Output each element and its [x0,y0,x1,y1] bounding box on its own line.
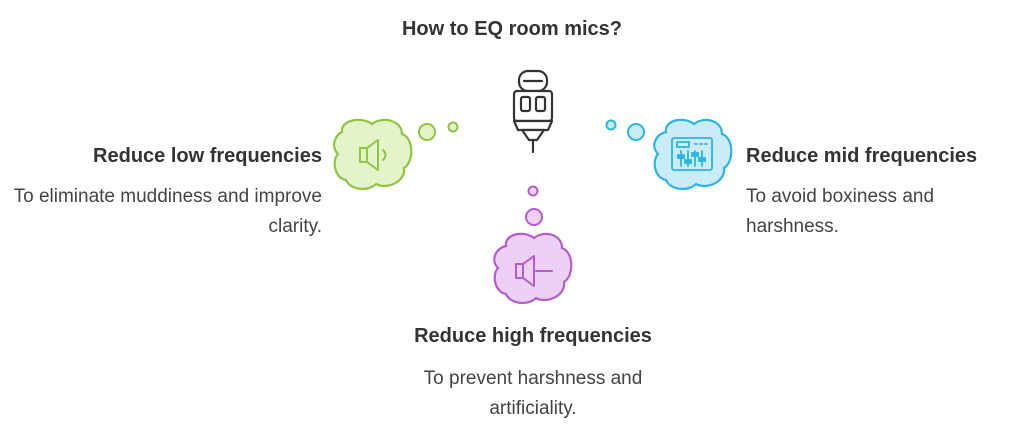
bottom-description-text: To prevent harshness and artificiality. [423,368,643,419]
bottom-heading: Reduce high frequencies [414,325,652,347]
left-description: To eliminate muddiness and improve clari… [13,186,322,237]
high-frequency-bubble [493,185,573,304]
low-frequency-bubble [333,118,459,190]
mid-frequency-bubble [605,118,733,190]
equalizer-icon [671,137,713,171]
speaker-mute-icon [515,255,553,287]
speaker-low-icon [359,139,387,171]
right-description: To avoid boxiness and harshness. [746,186,935,237]
microphone-icon [512,69,554,154]
left-heading: Reduce low frequencies [93,145,322,167]
right-heading: Reduce mid frequencies [746,145,978,167]
diagram-title: How to EQ room mics? [401,18,623,40]
bottom-description: To prevent harshness and artificiality. [0,364,1024,424]
